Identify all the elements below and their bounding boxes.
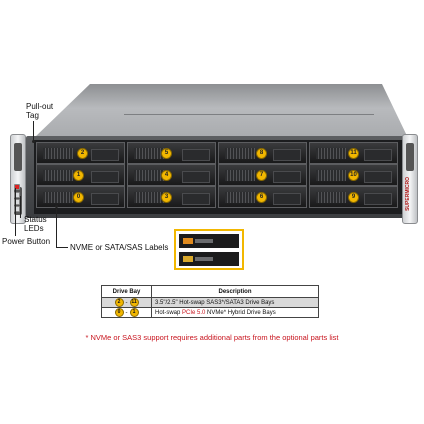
- drive-bay[interactable]: 8: [218, 142, 307, 164]
- bay-latch[interactable]: [273, 149, 301, 161]
- drive-bay[interactable]: 10: [309, 164, 398, 186]
- bay-vent: [225, 148, 255, 159]
- callout-pull-out-tag: Pull-out Tag: [26, 102, 54, 120]
- label-tag-bar: [195, 257, 213, 261]
- drive-bay[interactable]: 0: [36, 186, 125, 208]
- status-led-2: [14, 199, 20, 205]
- drive-bay[interactable]: 1: [36, 164, 125, 186]
- ear-brand-text: SUPERMICRO: [405, 177, 411, 211]
- right-ear-handle-slot: [406, 143, 414, 171]
- bay-number-badge: 9: [348, 192, 359, 203]
- bay-latch[interactable]: [91, 193, 119, 205]
- bay-badge-to: 1: [129, 308, 139, 317]
- drive-bay[interactable]: 11: [309, 142, 398, 164]
- bay-number-badge: 0: [73, 192, 84, 203]
- footnote: * NVMe or SAS3 support requires addition…: [85, 333, 339, 342]
- table-header-description: Description: [151, 285, 319, 298]
- chassis-top-cover: [34, 84, 408, 138]
- table-row: 2-11 3.5"/2.5" Hot-swap SAS3*/SATA3 Driv…: [101, 297, 319, 308]
- bay-latch[interactable]: [364, 149, 392, 161]
- bay-number-badge: 4: [161, 170, 172, 181]
- bay-vent: [316, 192, 346, 203]
- callout-power-button: Power Button: [2, 237, 51, 246]
- callout-status-leds: Status LEDs: [24, 215, 47, 233]
- bay-latch[interactable]: [91, 149, 119, 161]
- bay-vent: [316, 148, 346, 159]
- bay-latch[interactable]: [182, 149, 210, 161]
- bay-vent: [316, 170, 346, 181]
- status-led-3: [14, 206, 20, 212]
- range-dash: -: [125, 309, 128, 316]
- bay-number-badge: 5: [161, 148, 172, 159]
- bay-vent: [134, 192, 164, 203]
- desc-prefix: Hot-swap: [155, 309, 183, 316]
- table-cell-bay-range: 0-1: [101, 307, 152, 318]
- bay-latch[interactable]: [91, 171, 119, 183]
- bay-vent: [134, 148, 164, 159]
- table-header-drive-bay: Drive Bay: [101, 285, 152, 298]
- bay-badge-to: 11: [129, 298, 139, 307]
- table-cell-description: Hot-swap PCIe 5.0 NVMe* Hybrid Drive Bay…: [151, 307, 319, 318]
- drive-bay[interactable]: 2: [36, 142, 125, 164]
- bay-latch[interactable]: [182, 193, 210, 205]
- bay-badge-from: 0: [114, 308, 124, 317]
- leader-line-drive-labels: [56, 206, 57, 248]
- leader-line-status-leds: [20, 196, 21, 218]
- bay-number-badge: 8: [256, 148, 267, 159]
- bay-badge-from: 2: [114, 298, 124, 307]
- bay-number-badge: 1: [73, 170, 84, 181]
- bay-number-badge: 6: [256, 192, 267, 203]
- bay-vent: [43, 148, 73, 159]
- label-strip-nvme: [179, 234, 239, 248]
- drive-bay[interactable]: 3: [127, 186, 216, 208]
- label-tag-bar: [195, 239, 213, 243]
- bay-latch[interactable]: [364, 193, 392, 205]
- left-ear-handle-slot: [14, 143, 22, 171]
- callout-drive-labels: NVME or SATA/SAS Labels: [70, 243, 169, 252]
- drive-bay[interactable]: 7: [218, 164, 307, 186]
- bay-number-badge: 7: [256, 170, 267, 181]
- label-tag-color: [183, 238, 193, 244]
- table-cell-bay-range: 2-11: [101, 297, 152, 308]
- bay-number-badge: 2: [77, 148, 88, 159]
- bay-number-badge: 11: [348, 148, 359, 159]
- bay-vent: [134, 170, 164, 181]
- bay-vent: [43, 192, 73, 203]
- table-cell-description: 3.5"/2.5" Hot-swap SAS3*/SATA3 Drive Bay…: [151, 297, 319, 308]
- table-header-row: Drive Bay Description: [101, 285, 319, 298]
- bay-latch[interactable]: [182, 171, 210, 183]
- bay-vent: [225, 170, 255, 181]
- drive-bay-table: Drive Bay Description 2-11 3.5"/2.5" Hot…: [101, 285, 319, 318]
- bay-latch[interactable]: [273, 193, 301, 205]
- leader-dot-pull-out-tag: [32, 140, 35, 143]
- drive-bay[interactable]: 6: [218, 186, 307, 208]
- bay-vent: [225, 192, 255, 203]
- leader-line-drive-labels-h: [56, 247, 68, 248]
- bay-number-badge: 3: [161, 192, 172, 203]
- table-row: 0-1 Hot-swap PCIe 5.0 NVMe* Hybrid Drive…: [101, 307, 319, 318]
- drive-bay[interactable]: 5: [127, 142, 216, 164]
- bay-latch[interactable]: [364, 171, 392, 183]
- leader-line-power-button: [15, 188, 16, 236]
- drive-label-inset: [174, 229, 244, 270]
- label-strip-sas: [179, 252, 239, 266]
- bay-vent: [43, 170, 73, 181]
- bay-latch[interactable]: [273, 171, 301, 183]
- leader-dot-drive-labels: [55, 205, 58, 208]
- status-led-1: [14, 192, 20, 198]
- bay-number-badge: 10: [348, 170, 359, 181]
- desc-suffix: NVMe* Hybrid Drive Bays: [205, 309, 276, 316]
- power-button-led[interactable]: [14, 184, 20, 190]
- leader-line-pull-out-tag: [33, 121, 34, 141]
- right-rack-ear: SUPERMICRO: [402, 134, 418, 224]
- drive-bay[interactable]: 4: [127, 164, 216, 186]
- desc-highlight-pcie: PCIe 5.0: [182, 309, 206, 316]
- drive-bay[interactable]: 9: [309, 186, 398, 208]
- label-tag-color: [183, 256, 193, 262]
- range-dash: -: [125, 299, 128, 306]
